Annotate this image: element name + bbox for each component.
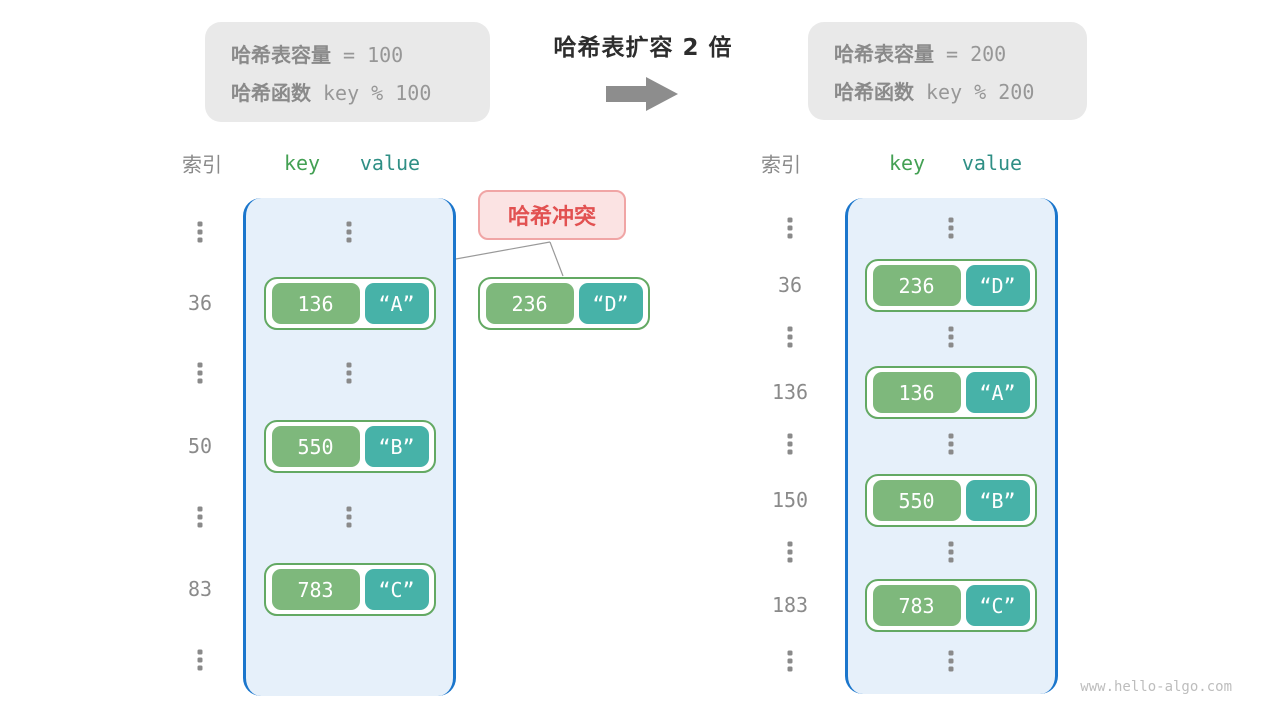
hash-fn-label: 哈希函数 (834, 79, 914, 104)
left-header-value: value (359, 151, 421, 175)
kv-pair-550-B: 550 “B” (865, 474, 1037, 527)
capacity-value: = 100 (343, 42, 404, 67)
value-cell: “B” (965, 480, 1030, 521)
vertical-ellipsis-icon (948, 541, 954, 563)
right-header-key: key (888, 151, 926, 175)
capacity-label: 哈希表容量 (834, 41, 934, 66)
hash-fn-value: key % 100 (323, 80, 432, 105)
collision-label: 哈希冲突 (478, 190, 626, 240)
value-cell: “C” (364, 569, 429, 610)
value-cell: “B” (364, 426, 429, 467)
value-cell: “D” (965, 265, 1030, 306)
left-index-36: 36 (187, 291, 213, 315)
watermark: www.hello-algo.com (1080, 679, 1232, 695)
vertical-ellipsis-icon (787, 541, 793, 563)
capacity-info-box-right: 哈希表容量 = 200 哈希函数 key % 200 (808, 22, 1087, 120)
vertical-ellipsis-icon (787, 650, 793, 672)
key-cell: 136 (271, 283, 360, 324)
left-header-index: 索引 (182, 152, 222, 177)
vertical-ellipsis-icon (948, 326, 954, 348)
key-cell: 783 (872, 585, 961, 626)
key-cell: 550 (872, 480, 961, 521)
right-header-index: 索引 (761, 152, 801, 177)
right-index-150: 150 (771, 488, 809, 512)
kv-pair-783-C: 783 “C” (264, 563, 436, 616)
capacity-info-box-left: 哈希表容量 = 100 哈希函数 key % 100 (205, 22, 490, 122)
vertical-ellipsis-icon (346, 506, 352, 528)
vertical-ellipsis-icon (197, 649, 203, 671)
value-cell: “A” (364, 283, 429, 324)
kv-pair-236-D-colliding: 236 “D” (478, 277, 650, 330)
key-cell: 236 (485, 283, 574, 324)
key-cell: 136 (872, 372, 961, 413)
hash-fn-value: key % 200 (926, 79, 1035, 104)
value-cell: “A” (965, 372, 1030, 413)
left-header-key: key (283, 151, 321, 175)
vertical-ellipsis-icon (787, 217, 793, 239)
kv-pair-783-C: 783 “C” (865, 579, 1037, 632)
right-header-value: value (961, 151, 1023, 175)
value-cell: “D” (578, 283, 643, 324)
vertical-ellipsis-icon (948, 433, 954, 455)
right-index-136: 136 (771, 380, 809, 404)
vertical-ellipsis-icon (787, 326, 793, 348)
key-cell: 236 (872, 265, 961, 306)
hash-fn-line: 哈希函数 key % 100 (231, 77, 464, 106)
capacity-value: = 200 (946, 41, 1007, 66)
capacity-line: 哈希表容量 = 200 (834, 38, 1061, 67)
hash-fn-label: 哈希函数 (231, 80, 311, 105)
expand-title: 哈希表扩容 2 倍 (553, 35, 733, 61)
capacity-line: 哈希表容量 = 100 (231, 39, 464, 68)
kv-pair-136-A: 136 “A” (865, 366, 1037, 419)
value-cell: “C” (965, 585, 1030, 626)
vertical-ellipsis-icon (346, 362, 352, 384)
right-index-36: 36 (777, 273, 803, 297)
capacity-label: 哈希表容量 (231, 42, 331, 67)
right-index-183: 183 (771, 593, 809, 617)
key-cell: 783 (271, 569, 360, 610)
left-index-83: 83 (187, 577, 213, 601)
left-index-50: 50 (187, 434, 213, 458)
vertical-ellipsis-icon (346, 221, 352, 243)
hash-fn-line: 哈希函数 key % 200 (834, 76, 1061, 105)
vertical-ellipsis-icon (948, 650, 954, 672)
vertical-ellipsis-icon (197, 506, 203, 528)
vertical-ellipsis-icon (197, 221, 203, 243)
kv-pair-550-B: 550 “B” (264, 420, 436, 473)
vertical-ellipsis-icon (948, 217, 954, 239)
kv-pair-236-D: 236 “D” (865, 259, 1037, 312)
vertical-ellipsis-icon (197, 362, 203, 384)
vertical-ellipsis-icon (787, 433, 793, 455)
kv-pair-136-A: 136 “A” (264, 277, 436, 330)
key-cell: 550 (271, 426, 360, 467)
